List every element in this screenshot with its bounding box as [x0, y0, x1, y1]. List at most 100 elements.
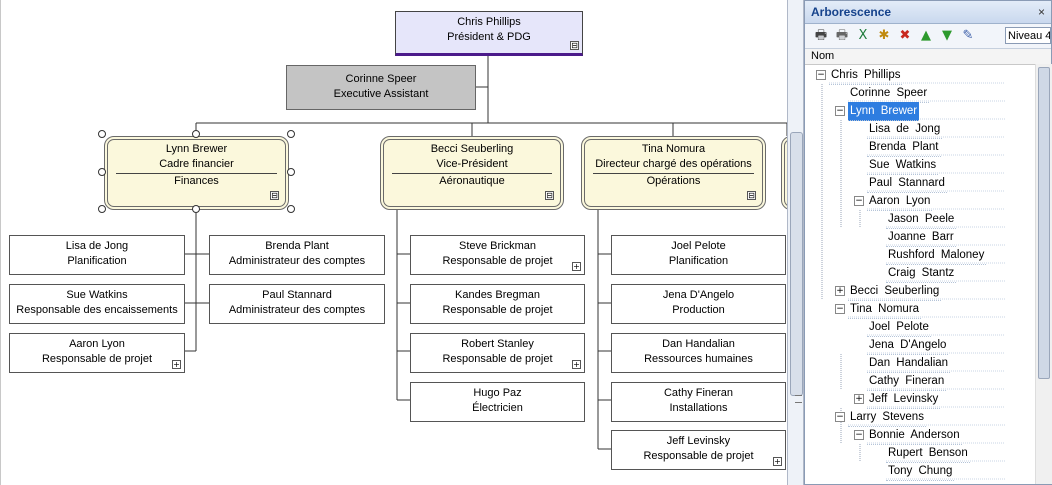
node-report[interactable]: Paul Stannard Administrateur des comptes: [209, 284, 385, 324]
expand-icon[interactable]: +: [854, 394, 864, 404]
tree-item[interactable]: Craig Stantz: [886, 264, 957, 283]
selection-handle[interactable]: [192, 130, 200, 138]
tree-item[interactable]: Bonnie Anderson: [867, 426, 962, 445]
node-report[interactable]: Brenda Plant Administrateur des comptes: [209, 235, 385, 275]
expand-icon[interactable]: +: [835, 286, 845, 296]
level-select[interactable]: Niveau 4: [1005, 27, 1051, 44]
tree-item[interactable]: Sue Watkins: [867, 156, 939, 175]
node-department: Opérations: [593, 173, 754, 189]
tree-item[interactable]: Tina Nomura: [848, 300, 922, 319]
node-report[interactable]: Joel Pelote Planification: [611, 235, 786, 275]
node-report[interactable]: Jena D'Angelo Production: [611, 284, 786, 324]
node-name: Lisa de Jong: [65, 240, 129, 252]
node-report[interactable]: Lisa de Jong Planification: [9, 235, 185, 275]
node-report[interactable]: Kandes Bregman Responsable de projet: [410, 284, 585, 324]
expand-icon[interactable]: +: [572, 262, 581, 271]
collapse-icon[interactable]: −: [854, 430, 864, 440]
add-person-icon[interactable]: ✱: [878, 28, 890, 43]
node-report[interactable]: Steve Brickman Responsable de projet +: [410, 235, 585, 275]
tree-item[interactable]: Jeff Levinsky: [867, 390, 941, 409]
tree-item-label: Lisa de Jong: [867, 120, 943, 139]
expand-icon[interactable]: +: [773, 457, 782, 466]
print-preview-icon[interactable]: 🖶: [835, 28, 849, 43]
node-title: Planification: [67, 255, 127, 267]
selection-handle[interactable]: [192, 205, 200, 213]
node-vp[interactable]: Lynn Brewer Cadre financier Finances ⊟: [104, 136, 289, 210]
canvas-vertical-scrollbar[interactable]: [790, 132, 803, 403]
tree-item[interactable]: Paul Stannard: [867, 174, 947, 193]
delete-person-icon[interactable]: ✖: [899, 28, 911, 43]
close-icon[interactable]: ×: [1037, 5, 1045, 19]
tree-item[interactable]: Brenda Plant: [867, 138, 941, 157]
collapse-icon[interactable]: −: [835, 106, 845, 116]
tree-item-label: Aaron Lyon: [867, 192, 933, 211]
node-report[interactable]: Cathy Fineran Installations: [611, 382, 786, 422]
selection-handle[interactable]: [287, 205, 295, 213]
node-report[interactable]: Robert Stanley Responsable de projet +: [410, 333, 585, 373]
tree-item[interactable]: Chris Phillips: [829, 66, 903, 85]
node-vp-partial[interactable]: [781, 136, 787, 210]
scroll-thumb[interactable]: [1038, 67, 1050, 379]
tree-item[interactable]: Larry Stevens: [848, 408, 926, 427]
tree-item[interactable]: Joel Pelote: [867, 318, 931, 337]
tree-item-label: Tony Chung: [886, 462, 955, 481]
move-up-icon[interactable]: ▲: [921, 28, 931, 43]
selection-handle[interactable]: [98, 168, 106, 176]
move-down-icon[interactable]: ▼: [942, 28, 952, 43]
tree-item[interactable]: Rushford Maloney: [886, 246, 987, 265]
tree-item[interactable]: Corinne Speer: [848, 84, 930, 103]
expand-icon[interactable]: +: [572, 360, 581, 369]
tree-item[interactable]: Jason Peele: [886, 210, 957, 229]
tree-item[interactable]: Becci Seuberling: [848, 282, 942, 301]
node-report[interactable]: Dan Handalian Ressources humaines: [611, 333, 786, 373]
node-report[interactable]: Sue Watkins Responsable des encaissement…: [9, 284, 185, 324]
node-report[interactable]: Aaron Lyon Responsable de projet +: [9, 333, 185, 373]
selection-handle[interactable]: [287, 130, 295, 138]
column-header[interactable]: Nom: [805, 49, 1051, 65]
node-title: Responsable des encaissements: [16, 304, 178, 316]
node-title: Responsable de projet: [442, 353, 553, 365]
scroll-grip-icon: [795, 395, 802, 403]
collapse-icon[interactable]: ⊟: [270, 191, 279, 200]
print-icon[interactable]: 🖶: [814, 28, 828, 43]
collapse-icon[interactable]: −: [854, 196, 864, 206]
node-assistant[interactable]: Corinne Speer Executive Assistant: [286, 65, 476, 110]
tree-item[interactable]: Joanne Barr: [886, 228, 956, 247]
tree-item[interactable]: Dan Handalian: [867, 354, 951, 373]
tree-item[interactable]: Lynn Brewer: [848, 102, 920, 121]
tree-item[interactable]: Jena D'Angelo: [867, 336, 949, 355]
node-vp[interactable]: Tina Nomura Directeur chargé des opérati…: [581, 136, 766, 210]
tree-item[interactable]: Rupert Benson: [886, 444, 970, 463]
tree-vertical-scrollbar[interactable]: [1035, 64, 1052, 484]
selection-handle[interactable]: [287, 168, 295, 176]
expand-icon[interactable]: +: [172, 360, 181, 369]
tree-item[interactable]: Lisa de Jong: [867, 120, 943, 139]
node-vp[interactable]: Becci Seuberling Vice-Président Aéronaut…: [380, 136, 564, 210]
node-title: Executive Assistant: [333, 88, 429, 100]
collapse-icon[interactable]: ⊟: [747, 191, 756, 200]
collapse-icon[interactable]: ⊟: [570, 41, 579, 50]
collapse-icon[interactable]: −: [816, 70, 826, 80]
collapse-icon[interactable]: ⊟: [545, 191, 554, 200]
selection-handle[interactable]: [98, 130, 106, 138]
node-title: Ressources humaines: [644, 353, 753, 365]
org-chart-canvas[interactable]: Chris Phillips Président & PDG ⊟ Corinne…: [0, 0, 787, 485]
collapse-icon[interactable]: −: [835, 304, 845, 314]
collapse-icon[interactable]: −: [835, 412, 845, 422]
tree-grid-lines: [821, 82, 1005, 480]
excel-export-icon[interactable]: X: [858, 28, 868, 43]
node-report[interactable]: Hugo Paz Électricien: [410, 382, 585, 422]
edit-icon[interactable]: ✎: [962, 28, 974, 43]
node-department: Aéronautique: [392, 173, 552, 189]
panel-splitter[interactable]: [787, 0, 804, 485]
selection-handle[interactable]: [98, 205, 106, 213]
node-report[interactable]: Jeff Levinsky Responsable de projet +: [611, 430, 786, 470]
node-title: Production: [672, 304, 725, 316]
tree-item-label: Cathy Fineran: [867, 372, 947, 391]
tree-item[interactable]: Tony Chung: [886, 462, 955, 481]
node-name: Cathy Fineran: [663, 387, 734, 399]
node-ceo[interactable]: Chris Phillips Président & PDG ⊟: [395, 11, 583, 56]
tree-item[interactable]: Aaron Lyon: [867, 192, 933, 211]
tree-item[interactable]: Cathy Fineran: [867, 372, 947, 391]
